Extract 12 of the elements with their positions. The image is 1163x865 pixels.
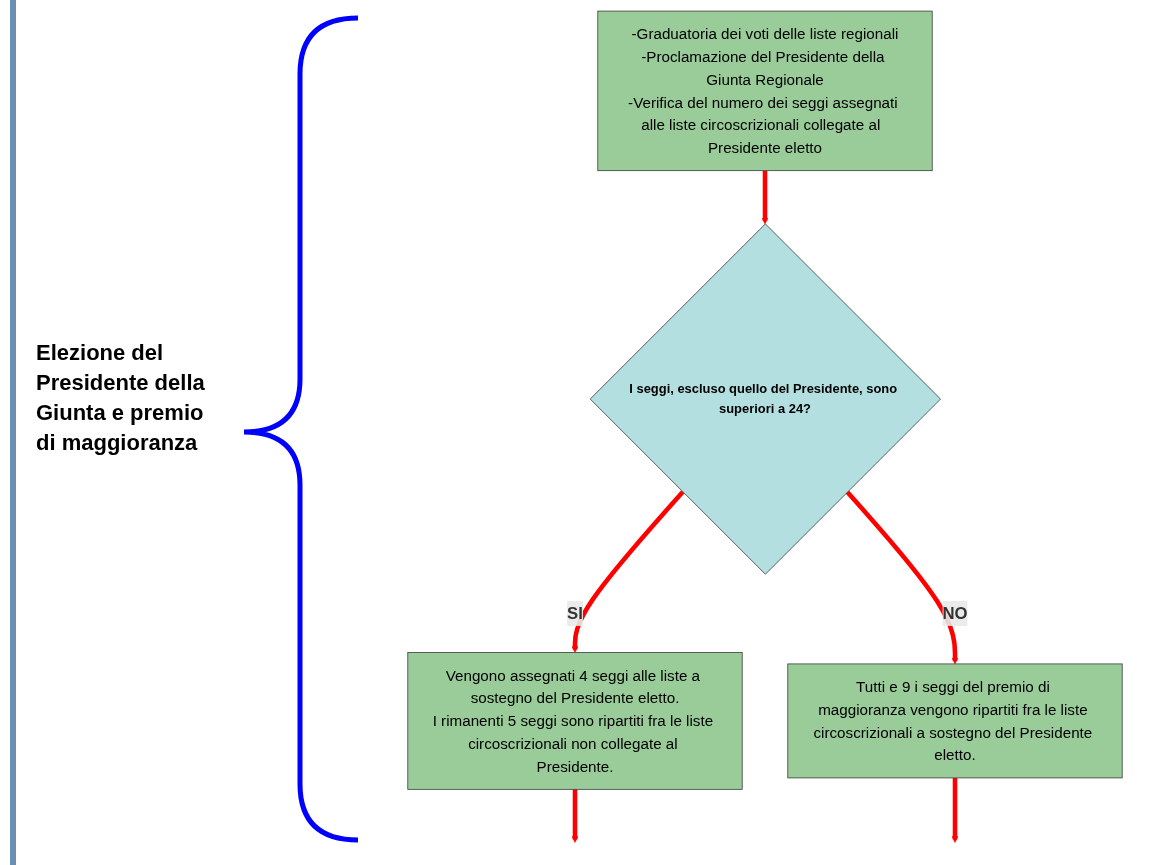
arrow (571, 789, 579, 843)
edge-label: NO (942, 603, 968, 623)
group-label: Elezione del Presidente della Giunta e premio di maggioranza (36, 339, 206, 457)
arrow (845, 490, 959, 665)
arrow (951, 777, 959, 843)
edge-label: SI (567, 603, 583, 623)
arrow (571, 490, 685, 653)
node-diamond: I seggi, escluso quello del Presidente, sono superiori a 24? (589, 223, 941, 575)
node-box: Vengono assegnati 4 seggi alle liste a sostegno del Presidente eletto. I rimanenti 5 seggi sono ripartiti fra le liste circoscrizionali non collegate al Presidente. (407, 652, 743, 790)
node-box: Tutti e 9 i seggi del premio di maggioranza vengono ripartiti fra le liste circoscrizionali a sostegno del Presidente eletto. (787, 663, 1123, 779)
node-box: -Graduatoria dei voti delle liste regionali -Proclamazione del Presidente della Giunta Regionale -Verifica del numero dei seggi assegnati alle liste circoscrizionali collegate al Presidente eletto (597, 10, 933, 172)
arrow (761, 170, 769, 225)
